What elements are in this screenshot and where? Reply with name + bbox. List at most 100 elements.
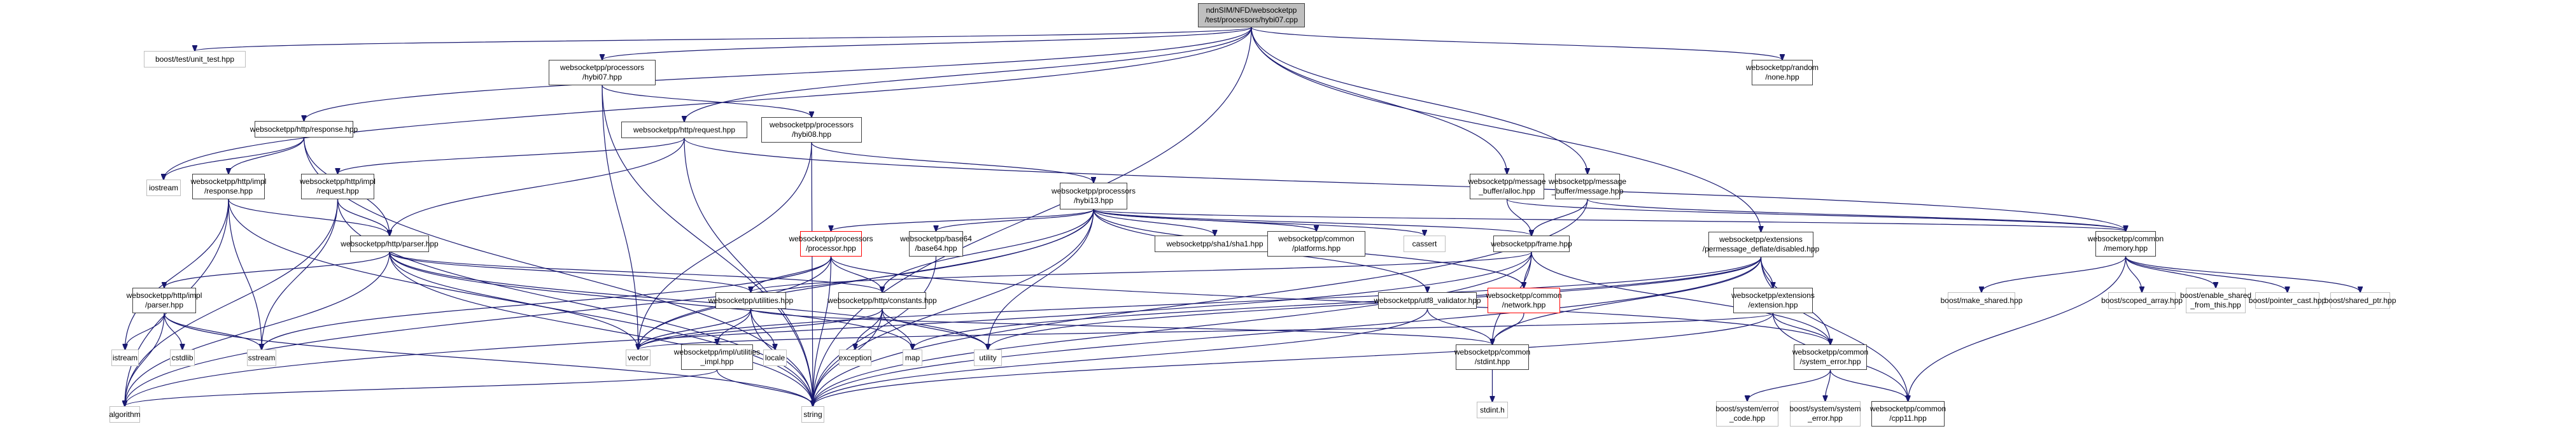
graph-node-http-response[interactable]: websocketpp/http/response.hpp bbox=[250, 121, 358, 138]
graph-node-impl-response[interactable]: websocketpp/http/impl /response.hpp bbox=[191, 174, 266, 199]
graph-node-http-request[interactable]: websocketpp/http/request.hpp bbox=[621, 122, 747, 138]
edge-root-to-mb-message bbox=[1251, 27, 1587, 174]
graph-node-stdint-h: stdint.h bbox=[1477, 402, 1508, 418]
graph-node-memory[interactable]: websocketpp/common /memory.hpp bbox=[2088, 231, 2164, 257]
edge-processor-to-sstream bbox=[262, 256, 832, 350]
edge-memory-to-shared-ptr bbox=[2125, 256, 2361, 292]
graph-node-vector: vector bbox=[626, 350, 651, 366]
graph-node-mb-message[interactable]: websocketpp/message _buffer/message.hpp bbox=[1549, 174, 1626, 199]
graph-node-frame[interactable]: websocketpp/frame.hpp bbox=[1491, 236, 1572, 252]
edge-utilities-to-utilities-impl bbox=[717, 308, 752, 344]
graph-node-make-shared: boost/make_shared.hpp bbox=[1941, 292, 2022, 309]
edge-p-hybi13-to-utility bbox=[988, 209, 1094, 350]
graph-node-cstdlib: cstdlib bbox=[170, 350, 195, 366]
edge-p-hybi07-to-p-hybi08 bbox=[602, 85, 812, 117]
edge-impl-parser-to-string bbox=[164, 313, 813, 406]
edge-http-request-to-string bbox=[684, 138, 813, 406]
graph-node-http-parser[interactable]: websocketpp/http/parser.hpp bbox=[341, 236, 439, 252]
edge-p-hybi08-to-p-hybi13 bbox=[811, 142, 1094, 183]
edge-mb-alloc-to-frame bbox=[1506, 199, 1532, 236]
graph-node-p-hybi13[interactable]: websocketpp/processors /hybi13.hpp bbox=[1052, 183, 1136, 209]
edge-utf8-to-string bbox=[813, 308, 1428, 406]
edge-pmd-disabled-to-extension bbox=[1760, 257, 1773, 288]
edge-mb-message-to-memory bbox=[1587, 199, 2126, 231]
edge-http-parser-to-utilities bbox=[389, 251, 751, 292]
edge-impl-parser-to-algorithm bbox=[125, 313, 165, 406]
edge-utilities-to-stdint bbox=[750, 308, 1493, 344]
edge-network-to-stdint bbox=[1493, 313, 1524, 344]
edge-memory-to-pointer-cast bbox=[2125, 256, 2288, 292]
graph-node-error-code: boost/system/error _code.hpp bbox=[1715, 401, 1779, 427]
graph-node-sha1[interactable]: websocketpp/sha1/sha1.hpp bbox=[1155, 236, 1275, 252]
edge-http-parser-to-impl-parser bbox=[164, 251, 390, 288]
edge-p-hybi07-to-string bbox=[602, 85, 813, 406]
edge-root-to-p-hybi07 bbox=[602, 27, 1252, 60]
graph-node-root[interactable]: ndnSIM/NFD/websocketpp /test/processors/… bbox=[1198, 3, 1305, 27]
edge-mb-message-to-frame bbox=[1531, 199, 1588, 236]
edge-http-constants-to-map bbox=[882, 308, 913, 350]
graph-node-platforms[interactable]: websocketpp/common /platforms.hpp bbox=[1267, 231, 1365, 257]
edge-http-parser-to-http-constants bbox=[389, 251, 882, 292]
graph-node-utf8[interactable]: websocketpp/utf8_validator.hpp bbox=[1374, 292, 1481, 309]
graph-node-sys-system-error: boost/system/system _error.hpp bbox=[1789, 401, 1861, 427]
edge-root-to-http-response bbox=[304, 27, 1252, 121]
edge-http-parser-to-vector bbox=[389, 251, 638, 350]
graph-node-processor[interactable]: websocketpp/processors /processor.hpp bbox=[789, 231, 873, 257]
edge-memory-to-scoped-array bbox=[2125, 256, 2143, 292]
graph-node-system-error[interactable]: websocketpp/common /system_error.hpp bbox=[1792, 344, 1868, 370]
graph-node-utilities-impl[interactable]: websocketpp/impl/utilities _impl.hpp bbox=[674, 344, 760, 370]
edge-http-constants-to-exception bbox=[855, 308, 883, 350]
edge-http-request-to-http-parser bbox=[390, 138, 685, 236]
graph-node-pointer-cast: boost/pointer_cast.hpp bbox=[2249, 292, 2326, 309]
edge-p-hybi13-to-http-constants bbox=[882, 209, 1094, 292]
edge-frame-to-utilities bbox=[751, 251, 1532, 292]
edge-p-hybi13-to-base64 bbox=[936, 209, 1094, 231]
graph-node-cassert: cassert bbox=[1404, 236, 1446, 252]
edges-layer bbox=[125, 27, 2360, 406]
edge-extension-to-system-error bbox=[1772, 313, 1831, 344]
edge-mb-alloc-to-memory bbox=[1506, 199, 2126, 231]
edge-frame-to-string bbox=[813, 251, 1532, 406]
edge-p-hybi13-to-frame bbox=[1093, 209, 1531, 236]
edge-http-request-to-impl-request bbox=[338, 138, 685, 174]
edge-http-parser-to-map bbox=[389, 251, 913, 350]
graph-node-p-hybi08[interactable]: websocketpp/processors /hybi08.hpp bbox=[761, 117, 862, 143]
graph-node-iostream: iostream bbox=[146, 180, 181, 196]
edge-extension-to-vector bbox=[638, 313, 1774, 350]
graph-node-cpp11[interactable]: websocketpp/common /cpp11.hpp bbox=[1870, 401, 1946, 427]
edge-processor-to-http-constants bbox=[830, 256, 883, 292]
graph-node-locale: locale bbox=[763, 350, 787, 366]
graph-node-base64[interactable]: websocketpp/base64 /base64.hpp bbox=[900, 231, 972, 257]
graph-node-p-hybi07[interactable]: websocketpp/processors /hybi07.hpp bbox=[549, 60, 656, 85]
graph-node-enable-shared: boost/enable_shared _from_this.hpp bbox=[2180, 288, 2251, 313]
graph-node-extension[interactable]: websocketpp/extensions /extension.hpp bbox=[1731, 288, 1815, 313]
edge-root-to-http-request bbox=[684, 27, 1252, 122]
graph-node-impl-request[interactable]: websocketpp/http/impl /request.hpp bbox=[300, 174, 376, 199]
edge-pmd-disabled-to-string bbox=[813, 257, 1762, 406]
graph-node-network[interactable]: websocketpp/common /network.hpp bbox=[1486, 288, 1562, 313]
edge-frame-to-algorithm bbox=[125, 251, 1532, 406]
graph-node-utilities[interactable]: websocketpp/utilities.hpp bbox=[708, 292, 793, 309]
edge-pmd-disabled-to-cpp11 bbox=[1760, 257, 1908, 401]
edge-utilities-to-vector bbox=[638, 308, 752, 350]
graph-node-map: map bbox=[903, 350, 922, 366]
graph-node-random-none[interactable]: websocketpp/random /none.hpp bbox=[1746, 60, 1819, 85]
graph-node-stdint[interactable]: websocketpp/common /stdint.hpp bbox=[1454, 344, 1530, 370]
edge-system-error-to-sys-system-error bbox=[1826, 369, 1831, 401]
graph-node-sstream: sstream bbox=[247, 350, 276, 366]
graph-node-shared-ptr: boost/shared_ptr.hpp bbox=[2325, 292, 2396, 309]
graph-node-istream: istream bbox=[111, 350, 139, 366]
edge-root-to-pmd-disabled bbox=[1251, 27, 1761, 232]
edge-p-hybi07-to-vector bbox=[602, 85, 638, 350]
edge-http-response-to-impl-response bbox=[229, 137, 305, 174]
graph-node-mb-alloc[interactable]: websocketpp/message _buffer/alloc.hpp bbox=[1468, 174, 1546, 199]
edge-p-hybi13-to-string bbox=[813, 209, 1094, 406]
graph-node-unit-test: boost/test/unit_test.hpp bbox=[144, 51, 246, 67]
graph-node-string: string bbox=[801, 406, 824, 423]
graph-node-http-constants[interactable]: websocketpp/http/constants.hpp bbox=[827, 292, 937, 309]
graph-node-pmd-disabled[interactable]: websocketpp/extensions /permessage_defla… bbox=[1703, 232, 1819, 257]
edge-impl-response-to-sstream bbox=[228, 199, 262, 350]
edge-http-request-to-memory bbox=[684, 138, 2126, 231]
graph-node-impl-parser[interactable]: websocketpp/http/impl /parser.hpp bbox=[127, 288, 202, 313]
